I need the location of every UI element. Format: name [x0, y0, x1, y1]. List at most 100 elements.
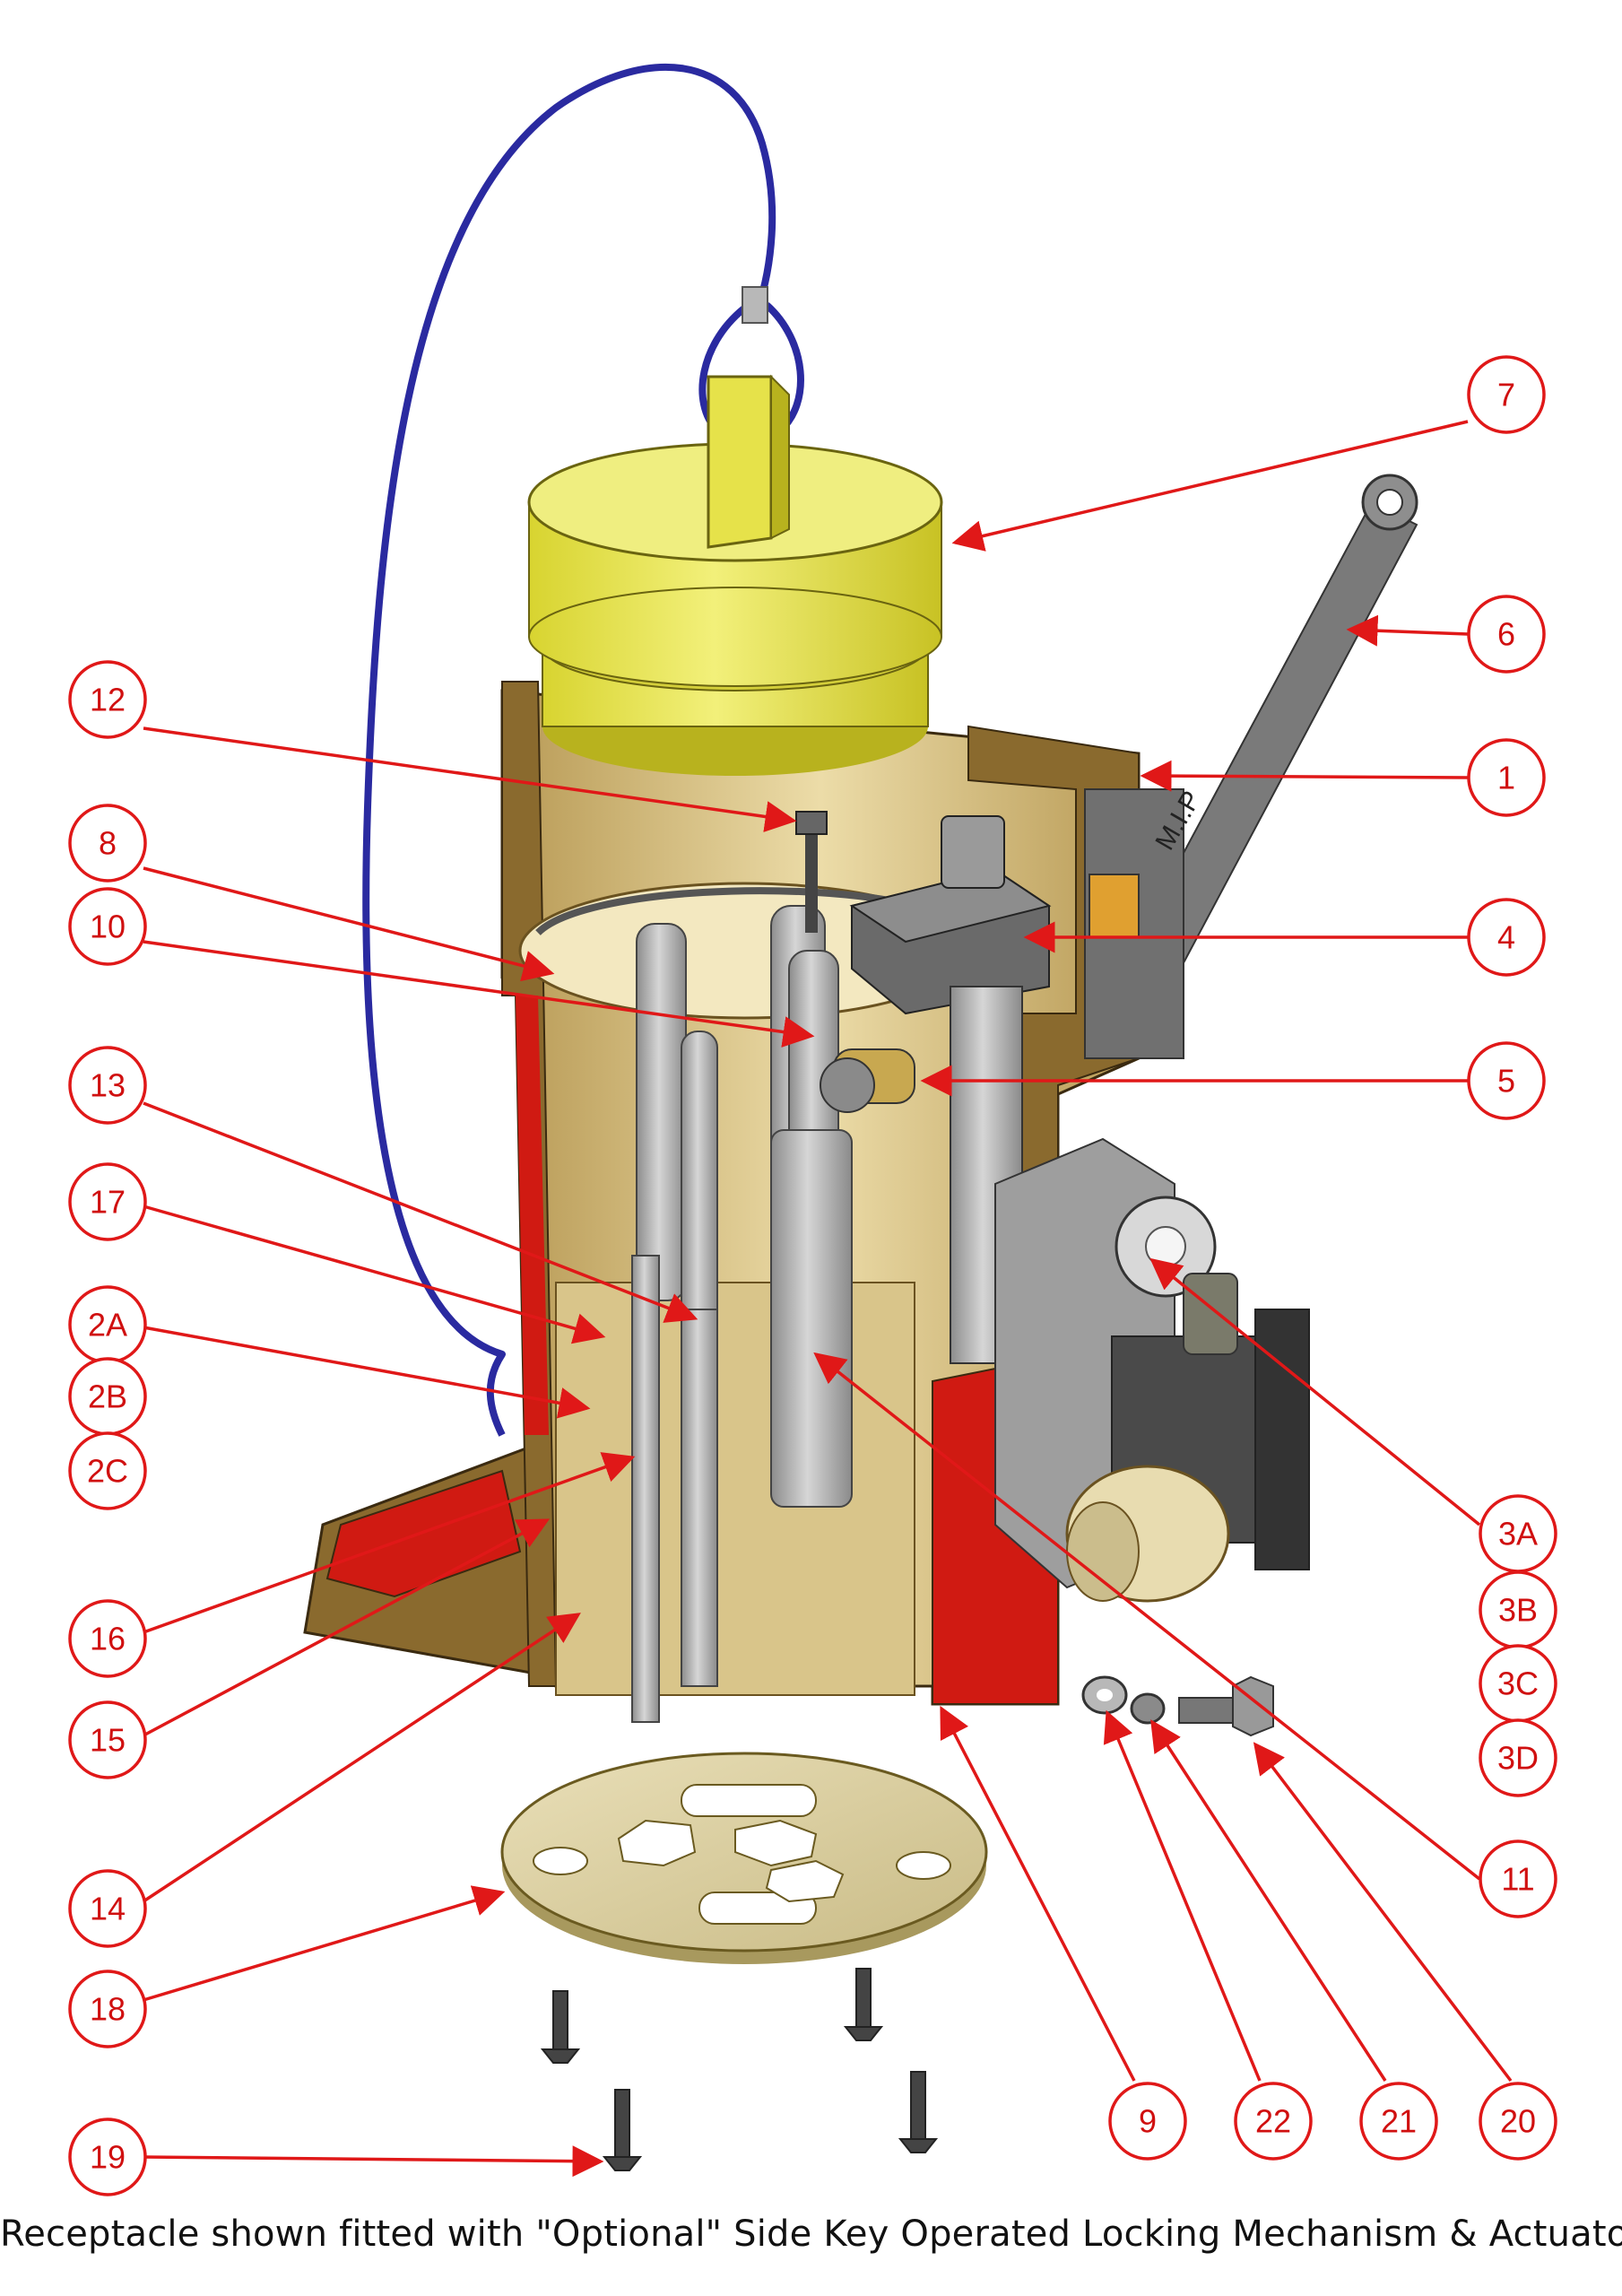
callout-22: 22	[1234, 2082, 1313, 2161]
leader-3	[1149, 1257, 1481, 1526]
lanyard-ferrule	[742, 286, 768, 324]
leader-19	[143, 2145, 604, 2178]
svg-text:2A: 2A	[88, 1307, 127, 1344]
spring-pin	[681, 1309, 718, 1687]
callout-8: 8	[68, 804, 147, 883]
callout-9: 9	[1108, 2082, 1187, 2161]
callout-17: 17	[68, 1162, 147, 1241]
leader-6	[1346, 614, 1469, 647]
actuator-pin	[1183, 1273, 1238, 1355]
svg-text:7: 7	[1497, 377, 1515, 413]
svg-text:11: 11	[1501, 1861, 1534, 1898]
callout-15: 15	[68, 1700, 147, 1779]
callout-13: 13	[68, 1046, 147, 1125]
svg-text:6: 6	[1497, 616, 1515, 653]
callout-10: 10	[68, 887, 147, 966]
center-contact	[770, 1129, 853, 1508]
callout-1: 1	[1467, 738, 1546, 817]
leader-13	[143, 1101, 698, 1323]
leader-8	[143, 866, 555, 982]
callout-3D: 3D	[1479, 1718, 1557, 1797]
threaded-rod	[631, 1255, 660, 1723]
svg-text:5: 5	[1497, 1063, 1515, 1100]
leader-15	[143, 1518, 551, 1737]
callout-7: 7	[1467, 355, 1546, 434]
inner-sleeve	[555, 1282, 915, 1696]
leader-16	[143, 1452, 636, 1634]
callout-4: 4	[1467, 898, 1546, 977]
key-barrel-core	[1145, 1226, 1186, 1267]
leader-9	[940, 1705, 1136, 2082]
base-plate-slot-1	[681, 1784, 817, 1817]
callout-18: 18	[68, 1970, 147, 2048]
bolt-20-shank	[1178, 1697, 1238, 1724]
svg-text:3B: 3B	[1498, 1592, 1538, 1629]
leader-10	[143, 940, 815, 1048]
actuator-plate	[1254, 1309, 1310, 1570]
retaining-ring	[535, 887, 915, 935]
callout-3C: 3C	[1479, 1644, 1557, 1723]
leader-22	[1103, 1709, 1262, 2082]
svg-text:4: 4	[1497, 919, 1515, 956]
svg-text:22: 22	[1255, 2103, 1291, 2140]
callout-bubbles: 7 6 1 4 5 3A 3B 3C 3D 11 12 8 10 13 17 2…	[68, 355, 1557, 2196]
base-plate-hex-3	[765, 1859, 845, 1903]
callout-2B: 2B	[68, 1357, 147, 1436]
assembly-illustration: M.I.P	[303, 63, 1418, 2171]
callout-12: 12	[68, 660, 147, 739]
actuator-roller-end	[1066, 1501, 1140, 1602]
leader-18	[143, 1885, 506, 2002]
svg-text:2C: 2C	[87, 1453, 128, 1490]
svg-text:8: 8	[99, 825, 117, 862]
svg-text:21: 21	[1381, 2103, 1417, 2140]
leader-7	[951, 420, 1469, 552]
base-plate-hex-2	[734, 1819, 818, 1867]
svg-text:1: 1	[1497, 760, 1515, 796]
callout-14: 14	[68, 1869, 147, 1948]
cap-lug	[707, 375, 773, 549]
handle-plate	[1089, 874, 1140, 938]
callout-6: 6	[1467, 595, 1546, 674]
washer-22-hole	[1097, 1689, 1113, 1701]
svg-text:12: 12	[90, 682, 126, 718]
callout-19: 19	[68, 2118, 147, 2196]
callout-3B: 3B	[1479, 1570, 1557, 1649]
base-plate-hole-2	[896, 1851, 951, 1880]
callout-2C: 2C	[68, 1431, 147, 1510]
svg-text:20: 20	[1500, 2103, 1536, 2140]
grease-nipple-nut	[820, 1057, 875, 1113]
leader-12	[143, 726, 797, 832]
callout-2A: 2A	[68, 1285, 147, 1364]
leader-17	[143, 1205, 606, 1344]
callout-5: 5	[1467, 1041, 1546, 1120]
countersunk-screws	[540, 1968, 939, 2171]
body-wall-red-left	[516, 996, 549, 1435]
leader-14	[143, 1613, 581, 1903]
svg-text:2B: 2B	[88, 1378, 127, 1415]
handle-eye-hole	[1376, 489, 1403, 516]
callout-20: 20	[1479, 2082, 1557, 2161]
svg-text:9: 9	[1139, 2103, 1157, 2140]
callout-16: 16	[68, 1599, 147, 1678]
screw-12-head	[795, 811, 828, 835]
callout-3A: 3A	[1479, 1494, 1557, 1573]
lanyard-cable	[362, 63, 776, 1358]
svg-text:10: 10	[90, 909, 126, 945]
callout-21: 21	[1359, 2082, 1438, 2161]
svg-text:14: 14	[90, 1891, 126, 1927]
contact-pin-1	[636, 923, 687, 1301]
svg-text:13: 13	[90, 1067, 126, 1104]
screw-12	[805, 825, 818, 933]
base-plate-hole-1	[533, 1847, 588, 1875]
leader-1	[1140, 760, 1469, 792]
lock-washer-21	[1130, 1692, 1166, 1725]
callout-leader-lines	[143, 420, 1513, 2178]
figure-caption: Receptacle shown fitted with "Optional" …	[0, 2213, 1622, 2255]
lanyard-cable-lower	[486, 1352, 506, 1437]
svg-text:3C: 3C	[1497, 1665, 1539, 1702]
cap-upper-bottom	[528, 587, 942, 687]
leader-11	[813, 1352, 1481, 1881]
svg-text:15: 15	[90, 1722, 126, 1759]
svg-text:16: 16	[90, 1621, 126, 1657]
